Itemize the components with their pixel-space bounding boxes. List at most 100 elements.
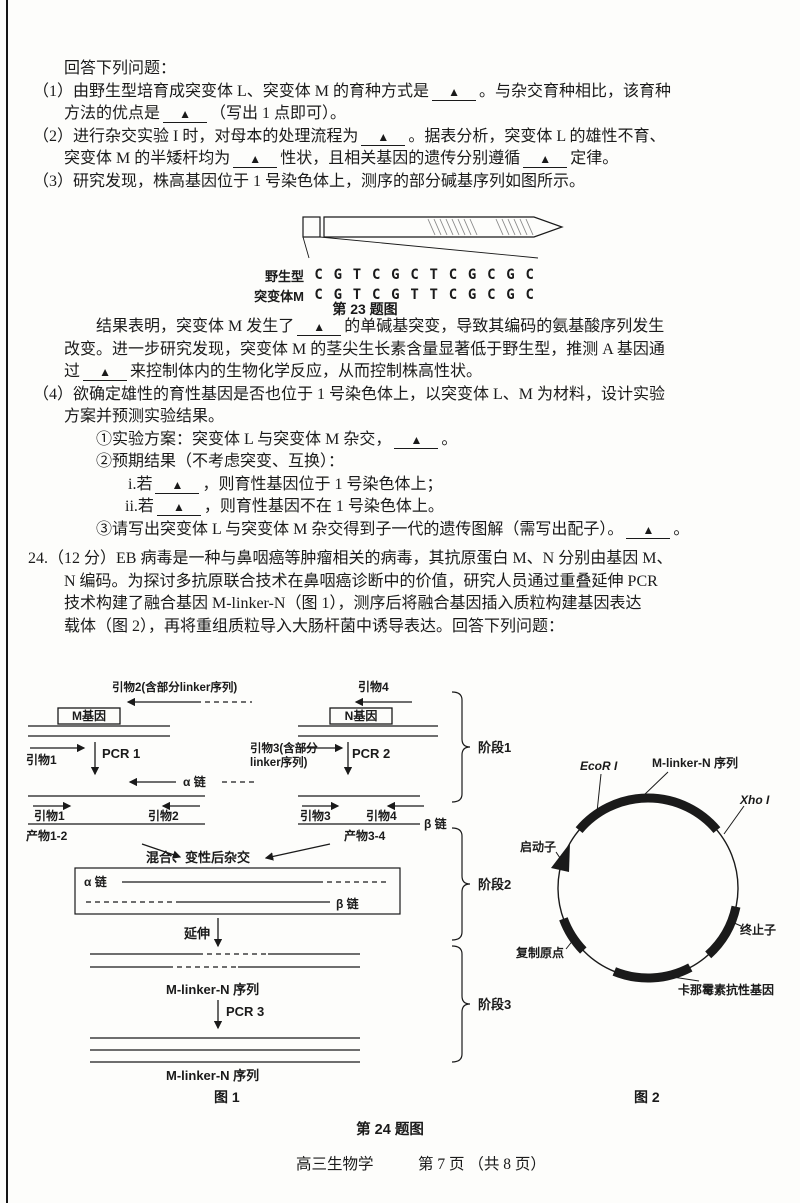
dna-base: G — [391, 287, 400, 303]
primer2-label: 引物2(含部分linker序列) — [112, 680, 237, 694]
gene-n-label: N基因 — [345, 708, 378, 723]
chromosome-diagram — [302, 216, 564, 259]
answer-blank: ▲ — [163, 107, 208, 123]
dna-base: C — [314, 287, 323, 303]
kanamycin-label: 卡那霉素抗性基因 — [678, 982, 774, 997]
figure-1-caption: 图 1 — [214, 1089, 240, 1105]
dna-base: C — [448, 267, 458, 283]
promoter-label: 启动子 — [520, 839, 556, 854]
mix-denature-label: 混合、变性后杂交 — [146, 850, 250, 865]
dna-base: C — [525, 267, 534, 283]
dna-base: G — [467, 287, 477, 303]
hybrid-box — [74, 867, 401, 915]
question-24-text-block: 结果表明，突变体 M 发生了▲的单碱基突变，导致其编码的氨基酸序列发生改变。进一… — [28, 316, 780, 638]
product12-primer1-label: 引物1 — [34, 808, 65, 823]
dna-row-label: 野生型 — [264, 268, 304, 284]
text-line: 结果表明，突变体 M 发生了▲的单碱基突变，导致其编码的氨基酸序列发生 — [96, 318, 665, 336]
dna-base: C — [487, 287, 496, 303]
figures-svg: 引物2(含部分linker序列) M基因 引物1 PCR 1 α 链 引物1 引… — [26, 679, 776, 1105]
dna-base: T — [352, 267, 362, 283]
ecor1-label: EcoR I — [580, 759, 618, 773]
product12-label: 产物1-2 — [26, 828, 68, 843]
dna-base: T — [429, 267, 438, 283]
text-line: （2）进行杂交实验 I 时，对母本的处理流程为▲。据表分析，突变体 L 的雄性不… — [33, 127, 666, 146]
answer-blank: ▲ — [156, 500, 201, 516]
text-line: ③请写出突变体 L 与突变体 M 杂交得到子一代的遗传图解（需写出配子）。▲。 — [96, 520, 690, 539]
figure-1-pcr-diagram: 引物2(含部分linker序列) M基因 引物1 PCR 1 α 链 引物1 引… — [26, 679, 511, 1105]
text-line: i.若▲，则育性基因位于 1 号染色体上； — [128, 475, 443, 494]
dna-base: G — [467, 267, 477, 283]
text-line: （4）欲确定雄性的育性基因是否也位于 1 号染色体上，以突变体 L、M 为材料，… — [33, 385, 666, 403]
ori-label: 复制原点 — [515, 945, 564, 960]
text-line: （1）由野生型培育成突变体 L、突变体 M 的育种方式是▲。与杂交育种相比，该育… — [33, 82, 672, 101]
pcr3-label: PCR 3 — [226, 1004, 264, 1019]
answer-blank: ▲ — [626, 523, 671, 539]
dna-base: C — [314, 267, 323, 283]
product34-label: 产物3-4 — [344, 828, 386, 843]
hybrid-beta-label: β 链 — [336, 896, 360, 911]
dna-base: G — [506, 267, 515, 283]
extend-label: 延伸 — [183, 926, 210, 941]
stage3-label: 阶段3 — [478, 997, 511, 1012]
dna-row-label: 突变体M — [254, 288, 304, 304]
answer-blank: ▲ — [233, 152, 278, 168]
answer-blank: ▲ — [394, 433, 439, 449]
text-line: 改变。进一步研究发现，突变体 M 的茎尖生长素含量显著低于野生型，推测 A 基因… — [64, 340, 665, 358]
dna-base: T — [410, 287, 419, 303]
mlinkern-insert-arc — [575, 793, 721, 834]
primer3-label-line1: 引物3(含部分 — [250, 741, 318, 755]
scan-edge-artifact — [6, 0, 8, 1203]
dna-base: G — [333, 287, 342, 303]
xho1-label: Xho I — [739, 793, 770, 807]
product34-primer3-label: 引物3 — [300, 808, 331, 823]
stage2-label: 阶段2 — [478, 877, 511, 892]
text-line: 24.（12 分）EB 病毒是一种与鼻咽癌等肿瘤相关的病毒，其抗原蛋白 M、N … — [28, 550, 673, 567]
text-line: 技术构建了融合基因 M-linker-N（图 1），测序后将融合基因插入质粒构建… — [64, 595, 642, 612]
answer-blank: ▲ — [361, 130, 406, 146]
gene-hatching — [427, 218, 534, 236]
text-line: 回答下列问题： — [64, 60, 177, 77]
kanamycin-arc — [612, 963, 693, 983]
dna-base: G — [333, 267, 342, 283]
text-line: 载体（图 2），再将重组质粒导入大肠杆菌中诱导表达。回答下列问题： — [64, 617, 565, 635]
dna-base: C — [525, 287, 534, 303]
text-line: ①实验方案：突变体 L 与突变体 M 杂交，▲。 — [96, 430, 458, 449]
text-line: 过▲来控制体内的生物化学反应，从而控制株高性状。 — [64, 363, 483, 381]
answer-blank: ▲ — [83, 365, 128, 381]
dna-base: G — [391, 267, 400, 283]
terminator-arc — [705, 905, 741, 959]
figure-2-plasmid-diagram: EcoR I M-linker-N 序列 Xho I 启动子 终止子 复制原点 … — [515, 755, 776, 1105]
gene-m-box — [57, 707, 121, 725]
zoom-lines — [302, 236, 539, 259]
answer-blank: ▲ — [155, 478, 200, 494]
pcr2-label: PCR 2 — [352, 746, 390, 761]
plasmid-mlinkern-label: M-linker-N 序列 — [652, 755, 738, 770]
stage1-label: 阶段1 — [478, 740, 511, 755]
plasmid-pointer-lines — [555, 771, 745, 982]
dna-base: C — [410, 267, 419, 283]
terminator-label: 终止子 — [740, 922, 776, 937]
figure-23-caption: 第 23 题图 — [332, 301, 398, 317]
stage-braces — [451, 691, 471, 1063]
footer-subject: 高三生物学 — [296, 1156, 374, 1173]
dna-base: C — [448, 287, 458, 303]
ori-arc — [559, 917, 587, 954]
alpha-strand-label: α 链 — [183, 774, 207, 789]
product12-primer2-label: 引物2 — [148, 808, 179, 823]
answer-blank: ▲ — [432, 85, 477, 101]
text-line: 方法的优点是▲（写出 1 点即可）。 — [64, 105, 347, 123]
primer4-label: 引物4 — [358, 679, 389, 694]
mlinkern-label-1: M-linker-N 序列 — [166, 982, 259, 997]
mlinkern-label-2: M-linker-N 序列 — [166, 1068, 259, 1083]
text-line: ii.若▲，则育性基因不在 1 号染色体上。 — [125, 498, 444, 516]
text-line: 突变体 M 的半矮杆均为▲性状，且相关基因的遗传分别遵循▲定律。 — [64, 150, 619, 168]
text-line: N 编码。为探讨多抗原联合技术在鼻咽癌诊断中的价值，研究人员通过重叠延伸 PCR — [64, 572, 658, 590]
figure-24-caption: 第 24 题图 — [356, 1122, 424, 1138]
primer1-label: 引物1 — [26, 752, 57, 767]
